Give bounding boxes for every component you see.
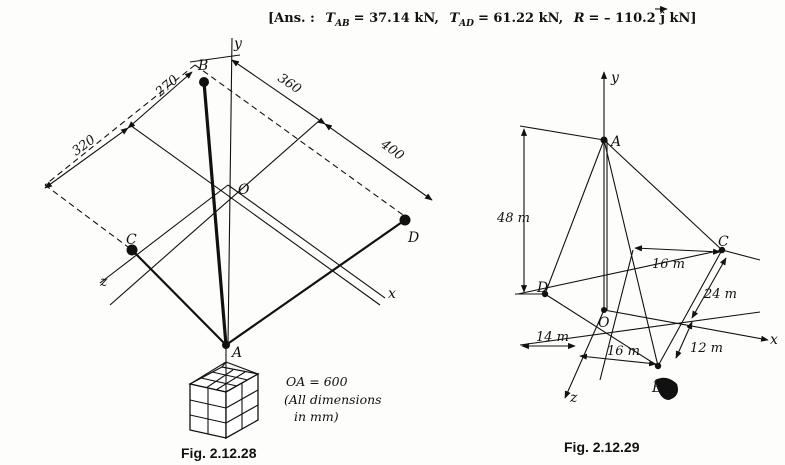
height-ext-top (519, 125, 605, 141)
dim-label-16m-c: 16 m (652, 257, 685, 272)
dim-arrow-270 (127, 71, 193, 129)
dim-arrow-24m (691, 257, 727, 319)
dim-arrow-12m (675, 321, 693, 359)
answer-tab-sub: AB (334, 19, 350, 29)
cable-ac (131, 249, 227, 346)
label-c-29: C (718, 234, 729, 250)
z-axis-line (99, 184, 229, 284)
answer-tab-value: = 37.14 kN, (354, 11, 439, 26)
label-c: C (126, 232, 137, 248)
label-d-29: D (536, 280, 548, 296)
point-c (126, 244, 138, 256)
ink-smudge (655, 377, 678, 400)
cable-ab-29 (603, 139, 659, 367)
label-d: D (407, 230, 419, 246)
answer-tad-symbol: T (449, 11, 460, 26)
x-axis-line (227, 184, 386, 299)
dim-label-12m: 12 m (690, 341, 723, 356)
dim-label-270: 270 (152, 73, 181, 101)
answer-tad-value: = 61.22 kN, (478, 11, 563, 26)
cable-ad (225, 219, 406, 346)
dim-label-14m: 14 m (536, 330, 569, 345)
label-o: O (238, 182, 250, 198)
point-d (399, 214, 411, 226)
load-crate (188, 361, 260, 440)
note-units-1: (All dimensions (284, 392, 382, 407)
label-b: B (197, 58, 208, 74)
label-axis-y-29: y (610, 70, 620, 86)
answer-line: [Ans. : TAB= 37.14 kN, TAD= 61.22 kN, R=… (268, 11, 696, 29)
label-axis-z-29: z (569, 390, 578, 406)
plate-edge-top-right (194, 64, 411, 221)
dim-label-16m-b: 16 m (607, 344, 640, 359)
point-b-29 (654, 362, 662, 370)
dim-arrow-16m-c (634, 245, 721, 255)
point-a-29 (600, 136, 608, 144)
dim-arrow-16m-b (579, 353, 657, 367)
cable-ab (202, 81, 228, 346)
dim-extension-top (189, 54, 241, 63)
plate-edge-bottom-left (44, 184, 133, 251)
figure-caption-28: Fig. 2.12.28 (181, 445, 257, 461)
note-units-2: in mm) (294, 409, 339, 424)
dim-label-400: 400 (377, 137, 407, 164)
ground-line-dc (517, 249, 723, 295)
dim-label-48m: 48 m (496, 211, 530, 226)
point-c-29 (718, 246, 726, 254)
label-b-29: B (651, 380, 662, 396)
answer-tad-sub: AD (458, 19, 474, 29)
point-b (199, 77, 209, 87)
figure-2-12-29: A D C O B y x z 48 m 16 m 24 m 12 m 14 m… (496, 70, 778, 455)
figure-caption-29: Fig. 2.12.29 (564, 439, 640, 455)
cable-ad-29 (544, 139, 605, 295)
point-o-29 (601, 307, 607, 313)
label-axis-x: x (388, 286, 396, 302)
answer-open: [Ans. : (268, 11, 315, 26)
dim-arrow-320 (44, 127, 129, 189)
label-a: A (230, 345, 242, 361)
label-a-29: A (609, 134, 621, 150)
cable-ac-29 (603, 139, 723, 251)
answer-r-value: = – 110.2 ĵ kN] (589, 11, 697, 26)
label-axis-z: z (99, 274, 108, 290)
dim-label-360: 360 (275, 71, 304, 97)
label-o-29: O (598, 315, 610, 331)
dim-label-24m: 24 m (703, 287, 737, 302)
label-axis-y: y (233, 36, 243, 52)
ground-line-cd-rear (721, 249, 761, 261)
grid-line-left (129, 124, 381, 306)
answer-r-symbol: R (573, 11, 585, 26)
dim-arrow-400 (324, 123, 433, 201)
answer-tab-symbol: T (325, 11, 336, 26)
dim-arrow-360 (231, 59, 326, 125)
note-oa: OA = 600 (286, 374, 348, 389)
point-d-29 (541, 290, 549, 298)
figure-2-12-28: B C D A O y z x 270 320 360 400 OA = 600… (44, 36, 433, 461)
y-axis-line (227, 37, 233, 346)
dim-label-320: 320 (70, 133, 99, 160)
label-axis-x-29: x (770, 332, 778, 348)
